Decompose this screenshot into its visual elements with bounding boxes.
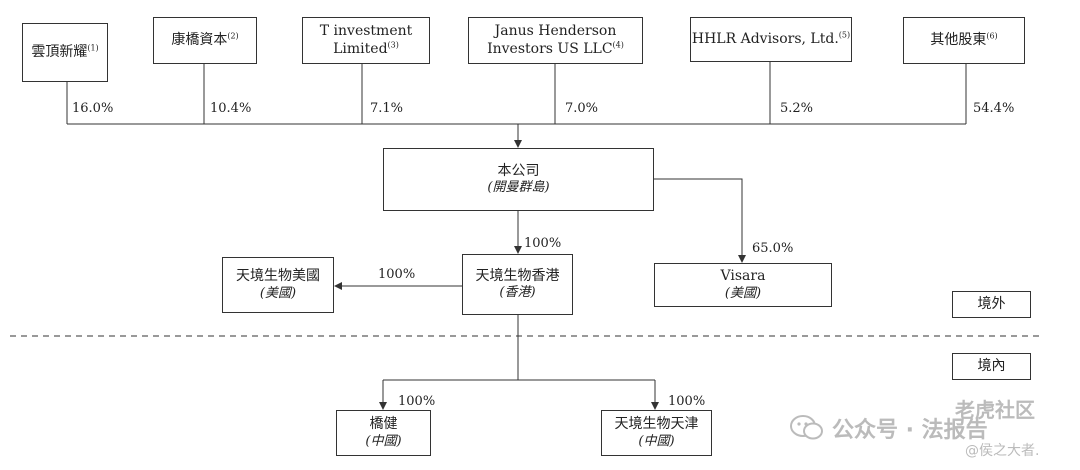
watermark-text-bottom: @侯之大者. <box>965 443 1040 459</box>
hk-subsidiary-box: 天境生物香港 (香港) <box>462 254 573 315</box>
pct-tianjin: 100% <box>668 394 706 409</box>
pct-qiaojian: 100% <box>398 394 436 409</box>
shareholder-box-t-investment: T investment Limited(3) <box>302 17 430 64</box>
visara-box: Visara (美國) <box>654 263 832 307</box>
pct-yunding: 16.0% <box>72 101 114 116</box>
pct-hhlr: 5.2% <box>780 101 814 116</box>
us-subsidiary-box: 天境生物美國 (美國) <box>222 257 334 313</box>
pct-others: 54.4% <box>973 101 1015 116</box>
pct-kangqiao: 10.4% <box>210 101 252 116</box>
tianjin-box: 天境生物天津 (中國) <box>601 410 712 456</box>
watermark-text-top: 老虎社区 <box>955 398 1035 422</box>
shareholder-box-others: 其他股東(6) <box>903 17 1025 64</box>
wechat-icon <box>790 415 823 440</box>
pct-us: 100% <box>378 267 416 282</box>
qiaojian-box: 橋健 (中國) <box>336 410 431 456</box>
watermark-text-main: 公众号 · 法报告 <box>832 418 988 443</box>
pct-hk: 100% <box>524 236 562 251</box>
pct-janus: 7.0% <box>565 101 599 116</box>
shareholder-box-yunding: 雲頂新耀(1) <box>22 23 108 82</box>
onshore-label: 境內 <box>952 353 1031 380</box>
shareholder-box-kangqiao: 康橋資本(2) <box>153 17 257 64</box>
pct-visara: 65.0% <box>752 241 794 256</box>
company-box: 本公司 (開曼群島) <box>383 148 654 211</box>
offshore-label: 境外 <box>952 291 1031 318</box>
shareholder-box-janus: Janus Henderson Investors US LLC(4) <box>468 17 643 64</box>
pct-t-investment: 7.1% <box>370 101 404 116</box>
shareholder-box-hhlr: HHLR Advisors, Ltd.(5) <box>690 17 852 62</box>
